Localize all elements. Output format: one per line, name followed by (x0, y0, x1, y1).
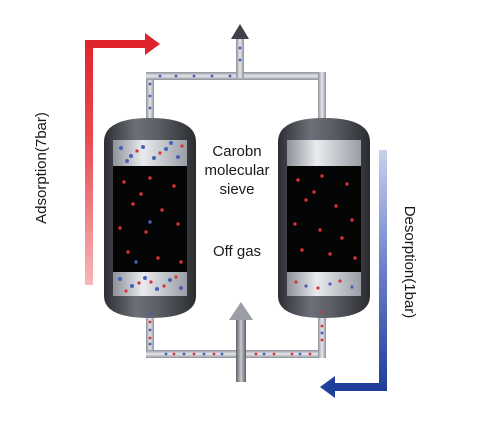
right-desorber-vessel (278, 118, 370, 318)
sieve-label-line-3: sieve (219, 181, 254, 198)
sieve-label-line-1: Carobn (212, 143, 261, 160)
feed-inlet-arrow-icon (229, 302, 253, 320)
product-outlet-arrow-icon (231, 24, 249, 39)
desorption-label: Desorption(1bar) (401, 206, 418, 319)
right-sieve-bed (287, 166, 361, 272)
sieve-label-line-2: molecular (204, 162, 269, 179)
off-gas-label: Off gas (213, 243, 261, 260)
adsorption-label: Adsorption(7bar) (33, 112, 50, 224)
left-sieve-bed (113, 166, 187, 272)
top-pipes (146, 24, 326, 124)
pipe-molecules (148, 46, 324, 356)
adsorption-arrow (85, 33, 160, 285)
left-adsorber-vessel (104, 118, 196, 318)
desorption-arrow (320, 150, 387, 398)
